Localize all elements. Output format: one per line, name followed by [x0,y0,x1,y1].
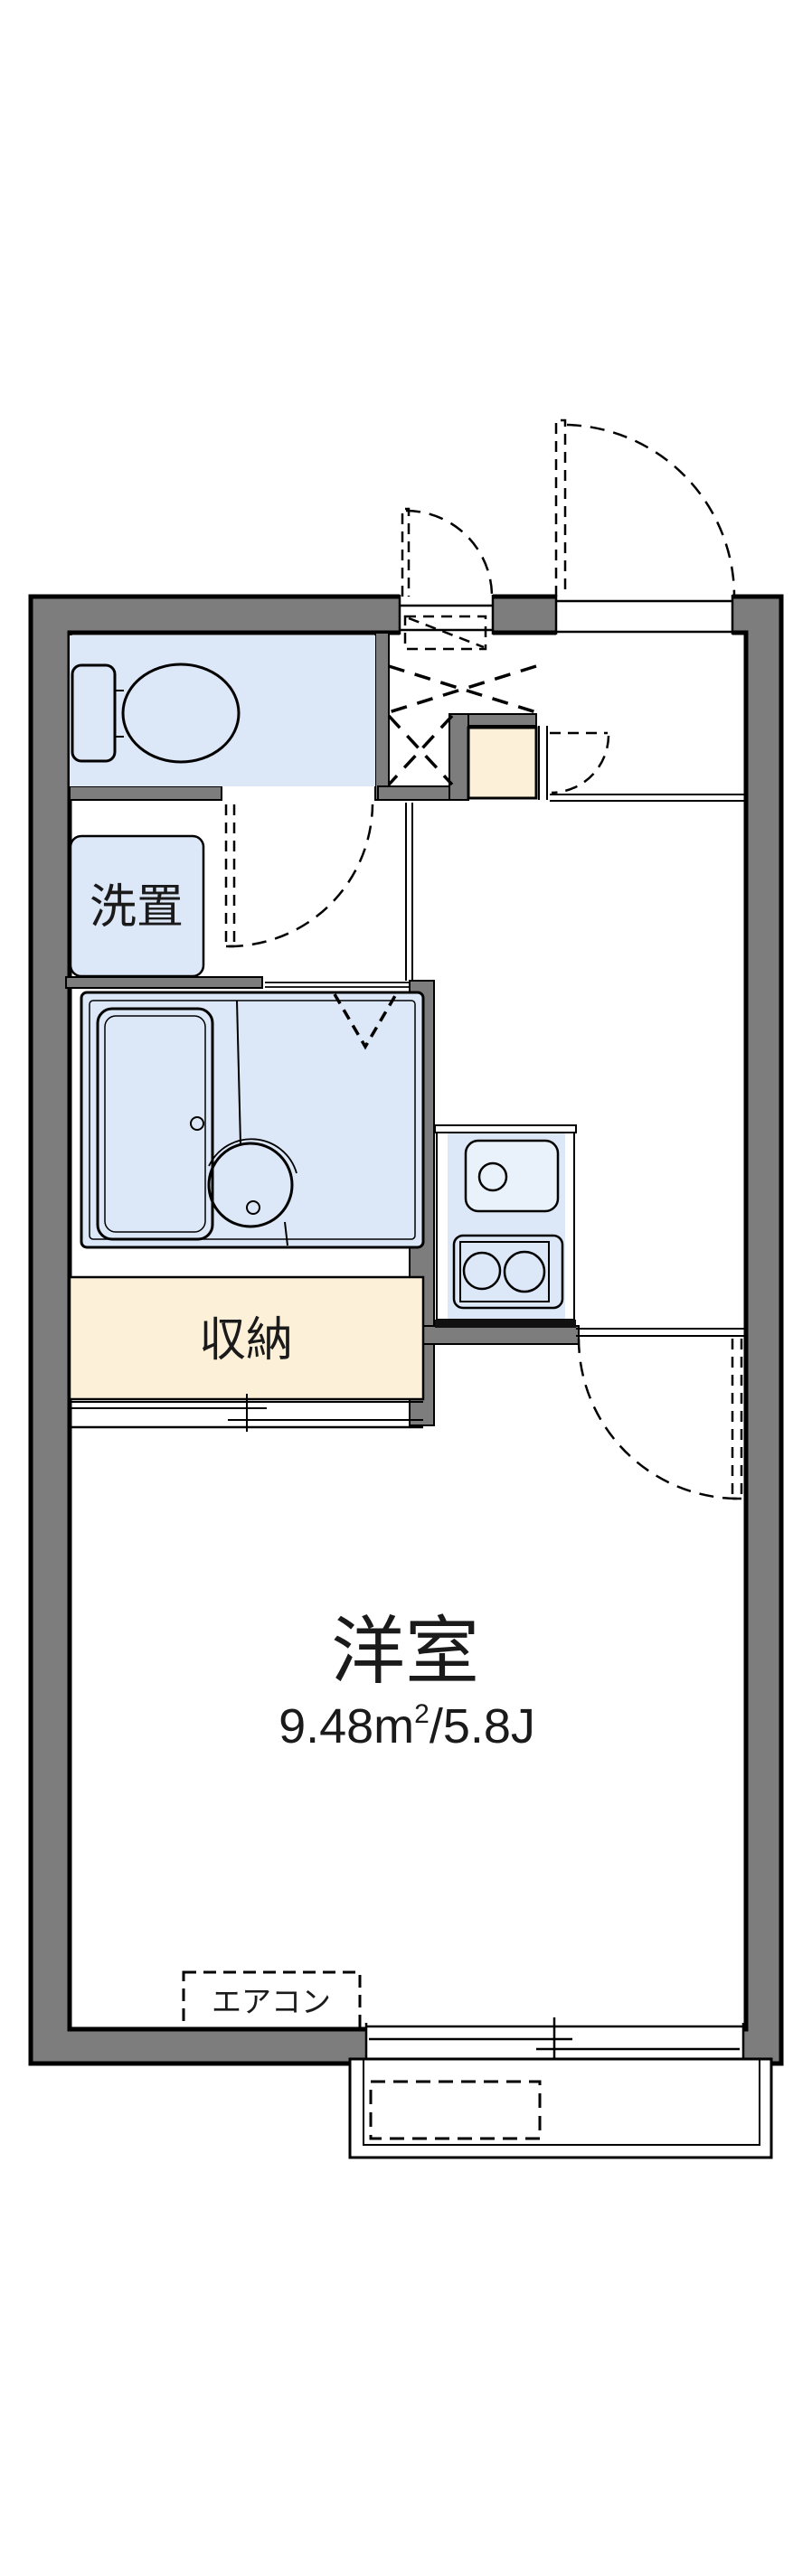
washer-space-label: 洗置 [90,881,184,934]
service-door-leaf [401,507,411,597]
water-heater-dashed-box [403,615,487,651]
room-door-arc [577,1338,738,1500]
washroom-bottom-wall [65,976,263,989]
toilet-right-wall [374,632,390,801]
basin-drain-dot [246,1200,260,1215]
toilet-link-lines [115,690,124,738]
bath-door-track [265,982,410,988]
area-superscript: 2 [414,1699,430,1729]
outer-wall [28,594,784,2066]
toilet-bottom-wall [69,785,222,801]
washer-space-box [69,834,205,978]
bathroom-unit [80,991,425,1249]
stove-burner-left-icon [462,1251,502,1291]
main-room-area-label: 9.48m2/5.8J [279,1699,535,1753]
toilet-bowl-icon [121,663,241,764]
area-prefix: 9.48m [279,1699,414,1753]
aircon-dashed-box [182,1970,362,2031]
area-suffix: /5.8J [430,1699,535,1753]
main-room-label: 洋室 [331,1611,479,1693]
room-door-opening-lines [576,1328,746,1337]
genkan-door-frame [538,726,548,800]
wash-basin-icon [207,1142,294,1228]
storage-label: 収納 [199,1314,293,1367]
balcony-inner-line [363,2059,760,2146]
storage-sliding-door-icon [71,1394,423,1432]
folding-bath-door-icon [333,993,398,1050]
bath-counter-edge [236,1000,288,1246]
toilet-door-arc [228,804,374,948]
toilet-tank-icon [71,663,117,763]
entrance-door-leaf [554,418,567,597]
genkan-left-wall [448,713,469,801]
bathtub-faucet-dot [190,1116,204,1131]
kitchen-counter-bottom-bar [435,1320,576,1328]
stove-inner [459,1241,550,1302]
storage-box [68,1275,425,1401]
bathroom-inner-line [89,1000,416,1240]
kitchen-counter-top-bar [434,1124,577,1133]
entrance-step-edge [550,794,746,802]
bathtub-icon [96,1007,214,1241]
water-heater-diagonal [408,616,485,649]
window-frame [364,2023,745,2064]
toilet-room-floor [70,635,375,786]
genkan-floor [467,726,538,800]
kitchen-sink-icon [464,1139,560,1213]
service-door-frame [398,595,495,635]
hall-door-arc [551,735,610,794]
stove-burner-right-icon [503,1250,546,1293]
balcony [348,2057,773,2159]
stove-outer [452,1234,564,1310]
aircon-label: エアコン [212,1985,331,2018]
kitchen-bottom-wall [409,1325,580,1345]
entrance-door-frame [554,595,734,635]
wash-basin-rim [208,1138,297,1174]
ps-x-mark-lower [387,714,454,786]
entrance-door-arc [566,423,736,596]
bathtub-inner-line [104,1015,206,1233]
washroom-partition [405,803,413,981]
service-door-opening [400,592,493,635]
entrance-door-opening [556,592,732,635]
sink-drain-icon [477,1161,508,1192]
